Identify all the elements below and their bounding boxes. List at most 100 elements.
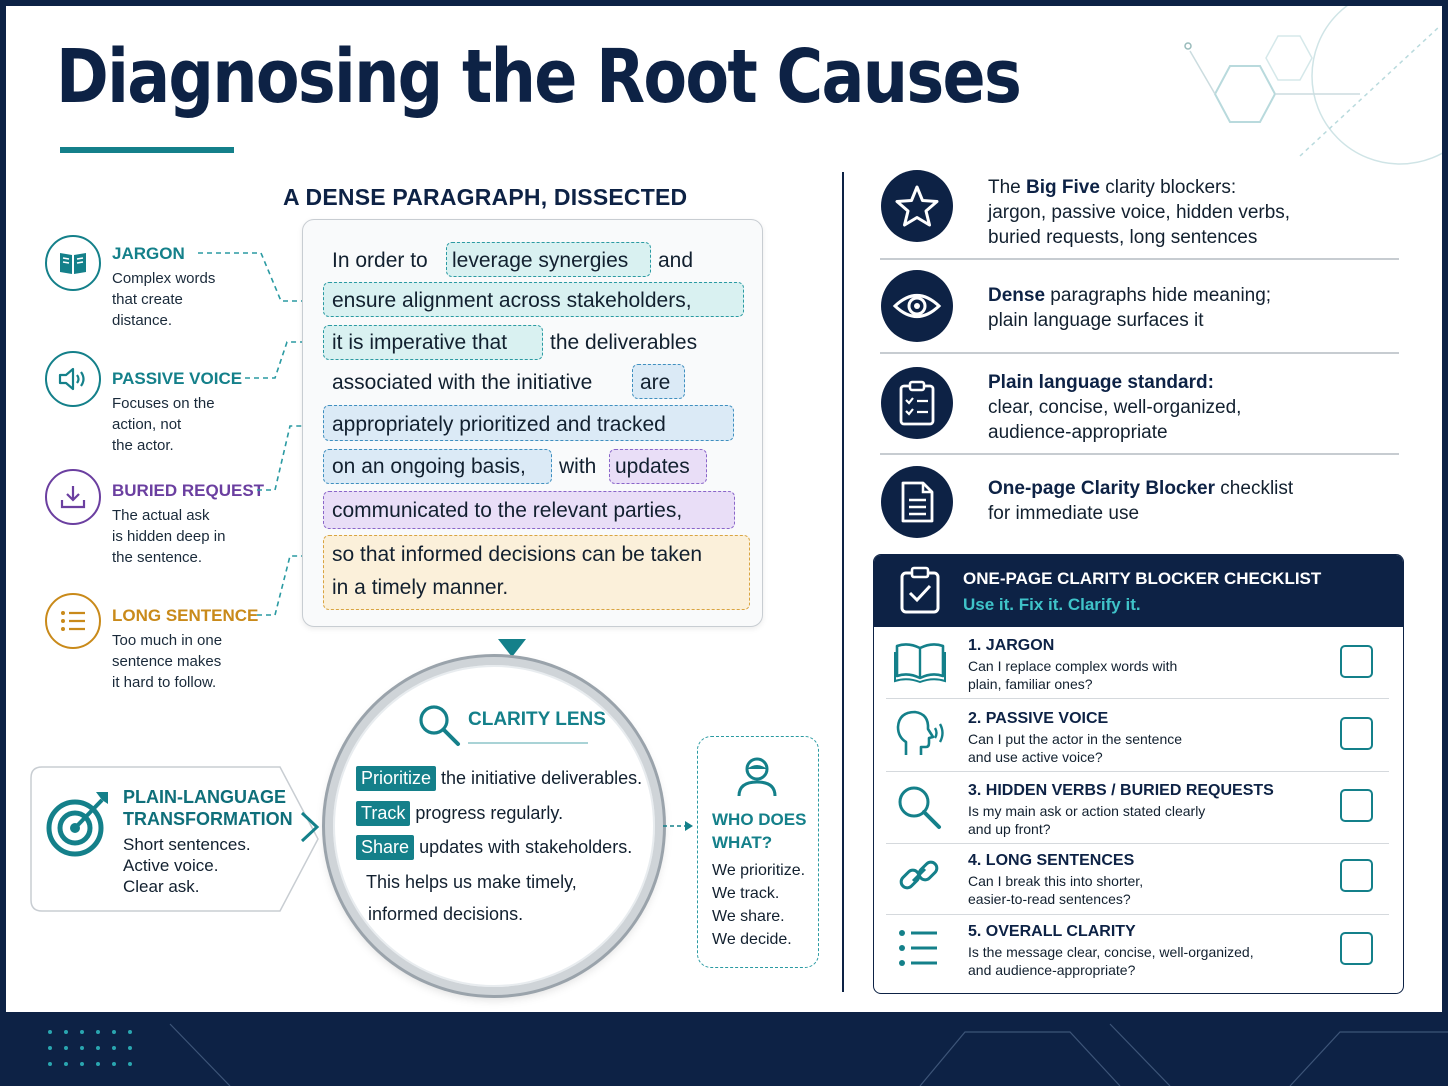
label-jargon (45, 235, 101, 291)
lens-tag-track: Track (356, 801, 411, 826)
paragraph-line-1-jargon: leverage synergies (452, 249, 629, 272)
paragraph-line-3-start: it is imperative that (332, 331, 508, 354)
paragraph-line-8: so that informed decisions can be taken (332, 543, 703, 566)
clipboard-icon (881, 367, 953, 439)
paragraph-line-7: communicated to the relevant parties, (332, 499, 683, 522)
lens-row-prioritize: Prioritize the initiative deliverables. (356, 766, 642, 791)
section-heading: A DENSE PARAGRAPH, DISSECTED (283, 184, 688, 210)
summary-big-five: The Big Five clarity blockers: jargon, p… (988, 177, 1291, 248)
lens-title: CLARITY LENS (468, 709, 606, 730)
lens-title-rule (468, 742, 588, 744)
star-icon (881, 170, 953, 242)
summary-dense-paragraphs: Dense paragraphs hide meaning; plain lan… (988, 285, 1272, 331)
paragraph-line-6-mid: with (559, 455, 597, 478)
label-jargon-title: JARGON (112, 244, 185, 263)
paragraph-line-1-end: and (658, 249, 694, 272)
paragraph-line-6-end: updates (615, 455, 690, 478)
paragraph-line-2: ensure alignment across stakeholders, (332, 289, 692, 312)
who-does-what-box (697, 736, 819, 968)
magnifier-icon (898, 786, 941, 829)
checklist-item-3-title: 3. HIDDEN VERBS / BURIED REQUESTS (968, 782, 1274, 799)
checklist-item-1-checkbox[interactable] (1340, 645, 1373, 678)
paragraph-line-5: appropriately prioritized and tracked (332, 413, 666, 436)
list-icon (45, 593, 101, 649)
title-underline (60, 147, 234, 153)
highlight-leverage-synergies (446, 242, 651, 277)
checklist-item-1-title: 1. JARGON (968, 637, 1055, 654)
summary-rule (880, 453, 1399, 455)
highlight-communicated (323, 491, 735, 529)
lens-tag-prioritize: Prioritize (356, 766, 437, 791)
open-book-icon (894, 643, 946, 684)
lens-row-share: Share updates with stakeholders. (356, 835, 632, 860)
label-long-sentence (45, 593, 101, 649)
person-icon (737, 757, 777, 797)
down-arrow-icon (498, 639, 526, 657)
highlight-ongoing-basis (323, 449, 552, 484)
summary-checklist-note: One-page Clarity Blocker checklist for i… (988, 478, 1294, 524)
magnifier-icon (419, 705, 460, 746)
lens-row-track: Track progress regularly. (356, 801, 563, 826)
lens-text-prioritize: the initiative deliverables. (441, 768, 643, 788)
checklist-item-4-desc: Can I break this into shorter,easier-to-… (968, 873, 1144, 907)
label-buried-request (45, 469, 101, 525)
book-icon (45, 235, 101, 291)
plain-language-desc: Short sentences.Active voice.Clear ask. (123, 835, 251, 896)
label-passive-title: PASSIVE VOICE (112, 369, 243, 388)
target-icon (46, 792, 108, 857)
link-icon (899, 860, 939, 890)
label-long-title: LONG SENTENCE (112, 606, 259, 625)
lens-closing-1: This helps us make timely, (366, 872, 577, 892)
checklist-header (874, 555, 1403, 627)
checklist-item-4-title: 4. LONG SENTENCES (968, 852, 1135, 869)
eye-icon (881, 270, 953, 342)
footer-decoration (48, 1023, 1448, 1086)
checklist-item-4-checkbox[interactable] (1340, 859, 1373, 892)
plain-language-box (30, 766, 320, 912)
checklist-item-5-title: 5. OVERALL CLARITY (968, 923, 1136, 940)
paragraph-line-1-start: In order to (332, 249, 428, 272)
column-divider (842, 172, 844, 992)
arrow-right-icon (663, 821, 693, 831)
speaker-icon (45, 351, 101, 407)
checklist-rule (886, 843, 1389, 844)
highlight-are (632, 364, 685, 399)
checklist-title: ONE-PAGE CLARITY BLOCKER CHECKLIST (963, 569, 1322, 588)
highlight-imperative (323, 325, 543, 360)
checklist-item-3-checkbox[interactable] (1340, 789, 1373, 822)
lens-text-track: progress regularly. (415, 803, 564, 823)
bullet-list-icon (899, 930, 937, 966)
checklist-item-2-title: 2. PASSIVE VOICE (968, 710, 1109, 727)
summary-rule (880, 258, 1399, 260)
paragraph-line-4-end: are (640, 371, 671, 394)
paragraph-line-4-start: associated with the initiative (332, 371, 593, 394)
clarity-checklist (873, 554, 1404, 994)
checklist-subtitle: Use it. Fix it. Clarify it. (963, 595, 1141, 614)
decorative-hexagon-graphic (1184, 6, 1442, 165)
lens-text-share: updates with stakeholders. (419, 837, 633, 857)
highlight-prioritized-tracked (323, 405, 734, 441)
clarity-lens (325, 657, 663, 995)
download-icon (45, 469, 101, 525)
checklist-item-5-checkbox[interactable] (1340, 932, 1373, 965)
checklist-clipboard-icon (900, 566, 940, 614)
checklist-rule (886, 698, 1389, 699)
checklist-rule (886, 771, 1389, 772)
checklist-rule (886, 914, 1389, 915)
checklist-item-2-checkbox[interactable] (1340, 717, 1373, 750)
lens-tag-share: Share (356, 835, 415, 860)
speaking-head-icon (896, 710, 944, 755)
paragraph-line-3-end: the deliverables (550, 331, 698, 354)
highlight-ensure-alignment (323, 282, 744, 317)
summary-plain-language-standard: Plain language standard: clear, concise,… (988, 372, 1242, 443)
summary-rule (880, 352, 1399, 354)
